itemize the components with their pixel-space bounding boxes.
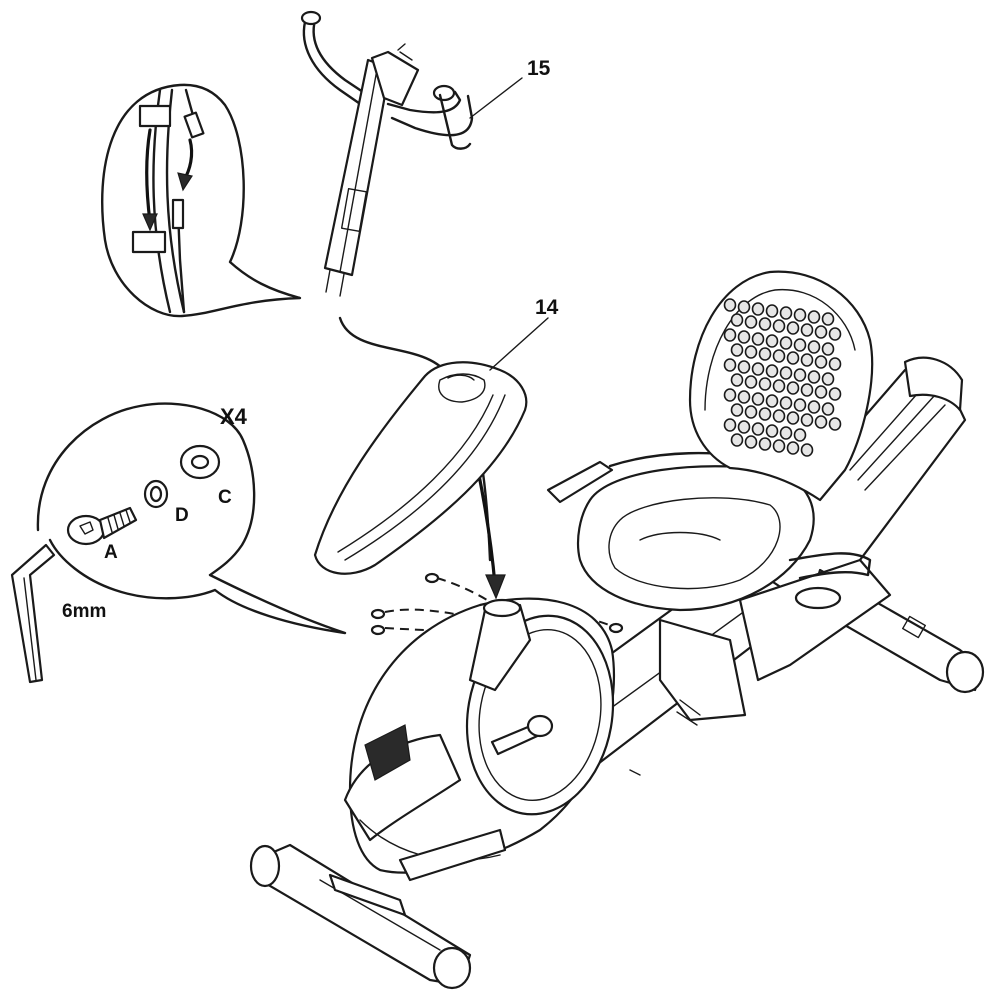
vent-hole xyxy=(758,317,772,331)
vent-hole xyxy=(744,345,758,359)
hardware-label-a: A xyxy=(104,542,118,563)
vent-hole xyxy=(800,323,814,337)
vent-hole xyxy=(751,362,765,376)
vent-hole xyxy=(737,420,751,434)
vent-hole xyxy=(744,375,758,389)
vent-hole xyxy=(779,396,793,410)
vent-hole xyxy=(786,441,800,455)
vent-hole xyxy=(758,407,772,421)
vent-hole xyxy=(793,368,807,382)
vent-hole xyxy=(737,330,751,344)
vent-hole xyxy=(807,310,821,324)
lock-washer-icon xyxy=(143,479,169,509)
vent-hole xyxy=(730,403,744,417)
part-number-15: 15 xyxy=(527,57,551,80)
vent-hole xyxy=(765,334,779,348)
vent-hole xyxy=(758,437,772,451)
vent-hole xyxy=(786,381,800,395)
vent-hole xyxy=(723,298,737,312)
vent-hole xyxy=(779,336,793,350)
vent-hole xyxy=(828,387,842,401)
part-number-14: 14 xyxy=(535,296,559,319)
leader-14 xyxy=(489,317,549,371)
console-mast-drawing xyxy=(300,10,474,297)
vent-hole xyxy=(800,443,814,457)
vent-hole xyxy=(730,313,744,327)
vent-hole xyxy=(730,343,744,357)
hardware-label-c: C xyxy=(218,487,232,508)
vent-hole xyxy=(723,418,737,432)
leader-15 xyxy=(469,77,523,119)
vent-hole xyxy=(758,377,772,391)
vent-hole xyxy=(807,400,821,414)
vent-hole xyxy=(737,390,751,404)
vent-hole xyxy=(821,312,835,326)
vent-hole xyxy=(772,379,786,393)
vent-hole xyxy=(814,415,828,429)
vent-hole xyxy=(786,351,800,365)
vent-hole xyxy=(821,402,835,416)
vent-hole xyxy=(765,424,779,438)
vent-hole xyxy=(744,315,758,329)
vent-hole xyxy=(744,405,758,419)
vent-hole xyxy=(779,366,793,380)
vent-hole xyxy=(793,308,807,322)
vent-hole xyxy=(723,388,737,402)
washer-icon xyxy=(179,444,221,480)
vent-hole xyxy=(751,302,765,316)
tool-size-label: 6mm xyxy=(62,601,107,622)
vent-hole xyxy=(772,439,786,453)
vent-hole xyxy=(807,340,821,354)
vent-hole xyxy=(772,409,786,423)
allen-wrench-icon xyxy=(10,543,56,684)
hardware-label-d: D xyxy=(175,505,189,526)
vent-hole xyxy=(828,417,842,431)
vent-hole xyxy=(730,373,744,387)
vent-hole xyxy=(723,358,737,372)
vent-hole xyxy=(821,342,835,356)
vent-hole xyxy=(793,338,807,352)
vent-hole xyxy=(751,392,765,406)
hardware-callout xyxy=(36,402,347,635)
upright-cover-drawing xyxy=(313,361,528,575)
vent-hole xyxy=(828,327,842,341)
vent-hole xyxy=(751,332,765,346)
vent-hole xyxy=(737,360,751,374)
vent-hole xyxy=(765,364,779,378)
vent-hole xyxy=(786,321,800,335)
vent-hole xyxy=(779,306,793,320)
vent-hole xyxy=(814,325,828,339)
vent-hole xyxy=(737,300,751,314)
vent-hole xyxy=(772,349,786,363)
vent-hole xyxy=(828,357,842,371)
vent-hole xyxy=(814,355,828,369)
vent-hole xyxy=(800,413,814,427)
vent-hole xyxy=(821,372,835,386)
vent-hole xyxy=(744,435,758,449)
wire-connector-detail xyxy=(101,83,302,318)
vent-hole xyxy=(723,328,737,342)
vent-hole xyxy=(730,433,744,447)
vent-hole xyxy=(779,426,793,440)
vent-hole xyxy=(765,394,779,408)
vent-hole xyxy=(786,411,800,425)
vent-hole xyxy=(765,304,779,318)
recumbent-bike-drawing xyxy=(249,270,985,990)
quantity-label: X4 xyxy=(220,404,247,429)
vent-hole xyxy=(758,347,772,361)
vent-hole xyxy=(772,319,786,333)
vent-hole xyxy=(814,385,828,399)
vent-hole xyxy=(807,370,821,384)
vent-hole xyxy=(793,428,807,442)
bolt-icon xyxy=(66,506,138,546)
seat-back-vents xyxy=(723,298,842,457)
vent-hole xyxy=(800,383,814,397)
insertion-arrow xyxy=(476,468,497,587)
vent-hole xyxy=(800,353,814,367)
vent-hole xyxy=(793,398,807,412)
vent-hole xyxy=(751,422,765,436)
